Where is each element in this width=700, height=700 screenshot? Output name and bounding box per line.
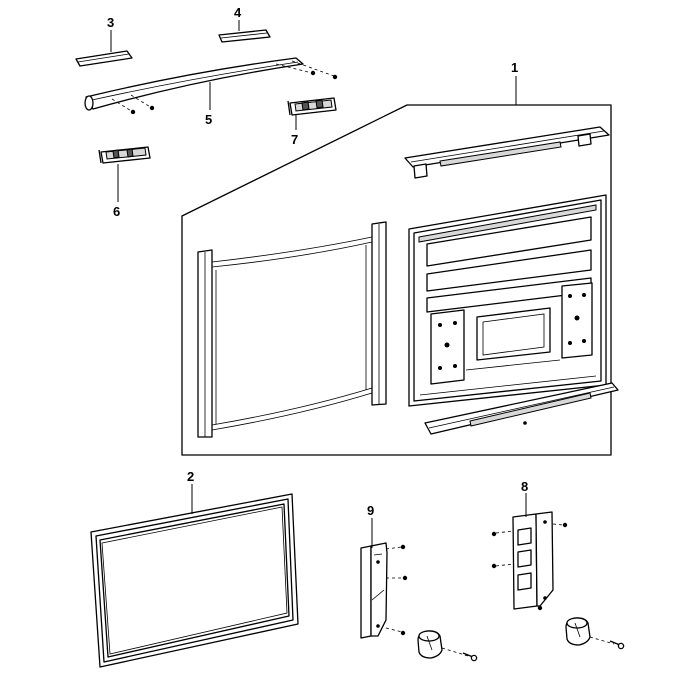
screw-icon [491,563,497,569]
screw-icon [609,640,625,650]
screw-icon [332,74,338,80]
screw-guide [385,546,403,550]
screw-guide [385,627,403,633]
screw-icon [130,109,136,115]
screw-icon [400,544,406,550]
door-inner-panel [408,194,607,407]
hinge-roller-left [417,630,443,659]
screw-guide [130,94,153,109]
assembly-1-boundary [181,104,612,456]
part-3-cap [75,50,133,67]
part-9-door-bracket [360,542,388,639]
part-number-1: 1 [511,60,518,75]
screw-icon [402,575,408,581]
hinge-roller-right [565,617,591,646]
screw-icon [537,605,543,611]
screw-guide [495,530,514,534]
part-number-7: 7 [291,132,298,147]
screw-icon [400,630,406,636]
screw-guide [589,636,615,645]
screw-icon [462,652,478,662]
screw-guide [111,98,134,113]
part-7-hinge-bracket [287,97,337,116]
part-number-3: 3 [107,15,114,30]
part-number-6: 6 [113,204,120,219]
part-number-9: 9 [367,503,374,518]
screw-icon [149,105,155,111]
part-5-handle-bar [84,57,304,111]
door-side-frame [197,221,387,438]
door-bottom-trim [424,382,619,435]
part-4-cap [218,29,271,43]
door-top-trim [404,126,610,179]
part-number-8: 8 [521,479,528,494]
part-number-4: 4 [234,5,242,20]
part-number-2: 2 [187,469,194,484]
part-number-5: 5 [205,112,212,127]
part-2-door-gasket [90,493,299,668]
screw-guide [275,63,313,74]
screw-icon [562,522,568,528]
screw-guide [495,563,514,567]
screw-guide [441,647,469,657]
screw-guide [552,523,564,526]
screw-guide [291,60,335,77]
screw-icon [310,70,316,76]
screw-icon [491,531,497,537]
part-8-door-bracket [512,511,554,610]
part-6-hinge-bracket [98,146,151,164]
